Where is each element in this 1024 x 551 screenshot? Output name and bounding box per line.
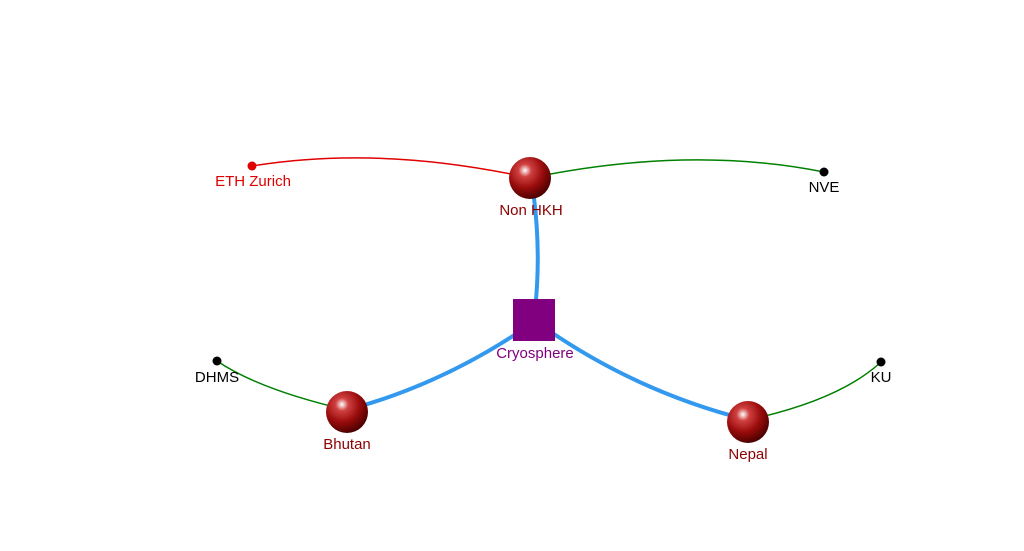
bhutan-label: Bhutan (323, 436, 371, 453)
cryosphere-label: Cryosphere (496, 345, 574, 362)
edge-nepal-ku (747, 361, 882, 421)
non-hkh-label: Non HKH (499, 202, 563, 219)
eth-zurich-node[interactable] (247, 161, 257, 171)
non-hkh-node[interactable] (509, 157, 551, 199)
edge-center-non-hkh (532, 197, 540, 311)
eth-zurich-label: ETH Zurich (215, 173, 291, 190)
edge-non-hkh-nve (529, 159, 825, 179)
edge-center-nepal (546, 328, 749, 422)
cryosphere-node[interactable] (513, 299, 555, 341)
ku-node[interactable] (876, 357, 886, 367)
nve-label: NVE (808, 179, 840, 196)
dhms-label: DHMS (194, 369, 240, 386)
nve-node[interactable] (819, 167, 829, 177)
edge-center-bhutan (346, 328, 524, 412)
edge-non-hkh-eth (251, 157, 531, 179)
bhutan-node[interactable] (326, 391, 368, 433)
nepal-node[interactable] (727, 401, 769, 443)
dhms-node[interactable] (212, 356, 222, 366)
nepal-label: Nepal (728, 446, 768, 463)
ku-label: KU (870, 369, 892, 386)
